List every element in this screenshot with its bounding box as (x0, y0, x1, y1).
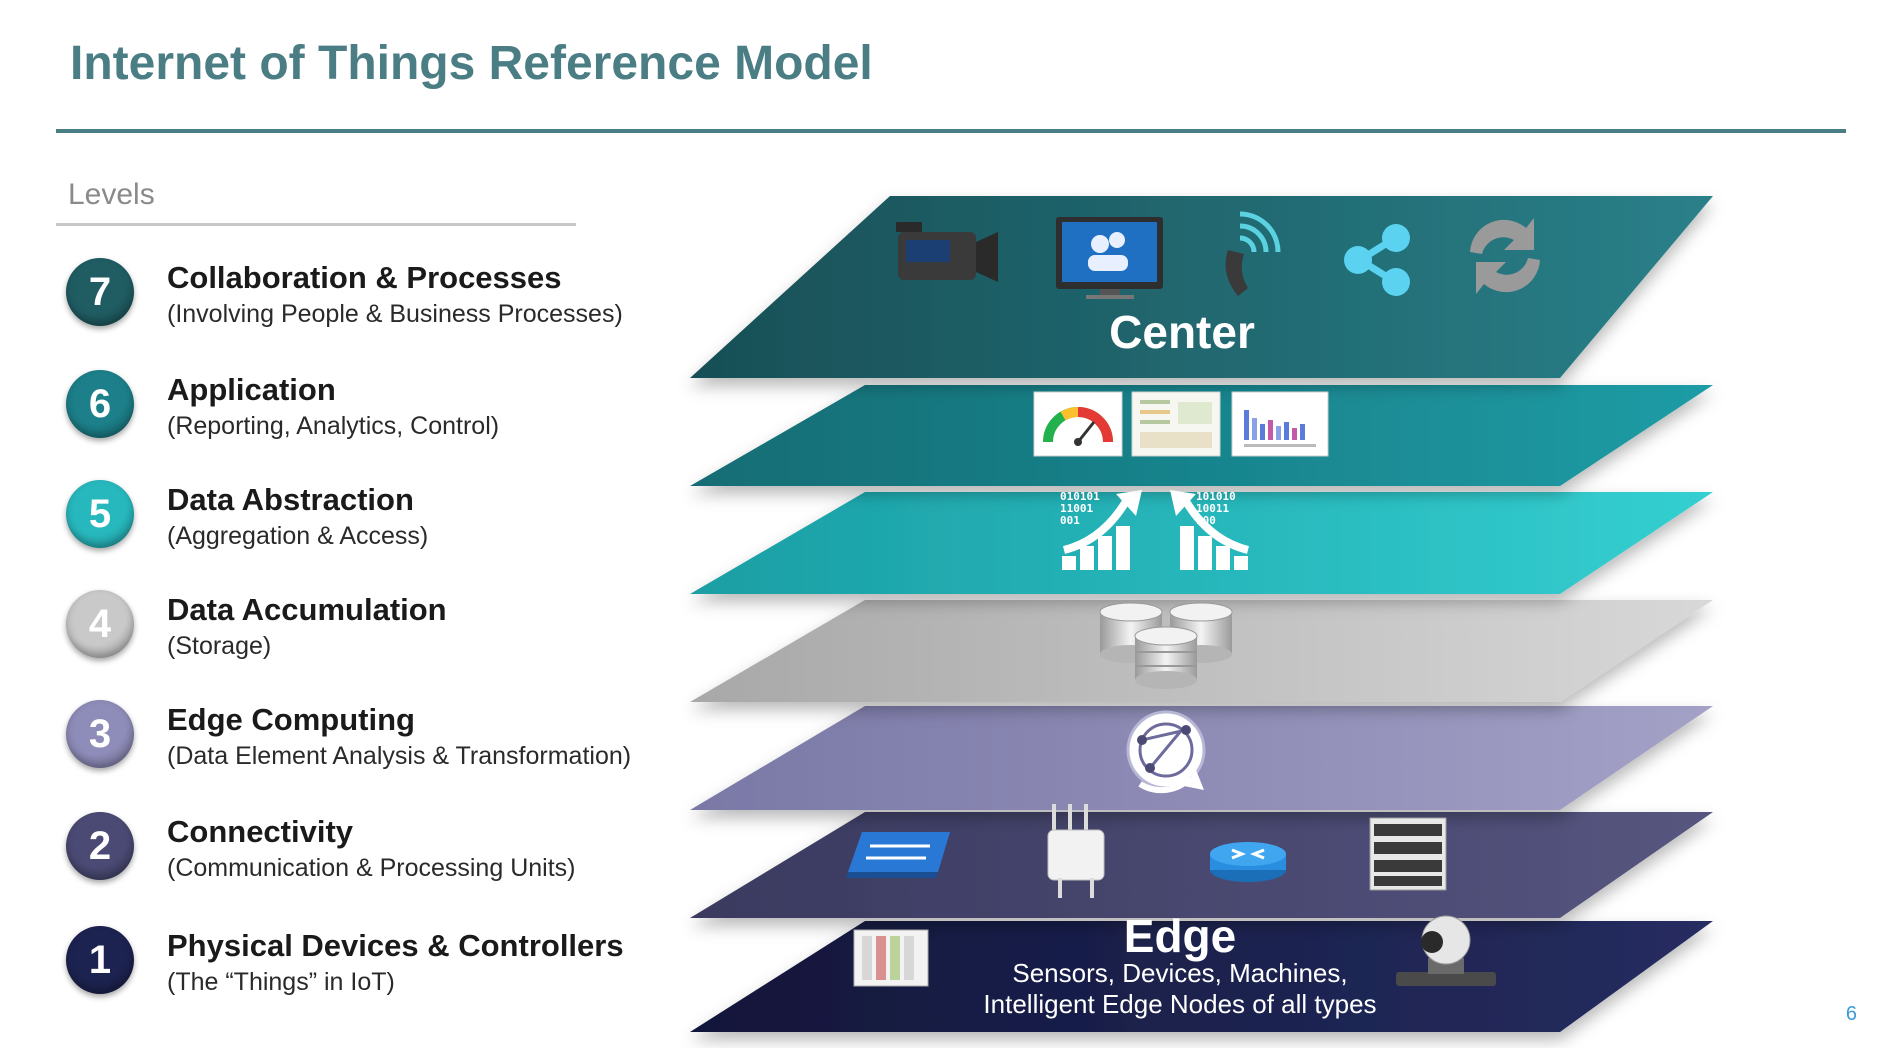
page-number: 6 (1845, 1003, 1857, 1025)
center-label: Center (1109, 306, 1255, 358)
bar-chart-dashboard-icon (1231, 391, 1329, 457)
layer-2-plate (690, 812, 1713, 918)
level-title: Application (167, 372, 336, 407)
level-title: Data Abstraction (167, 482, 414, 517)
level-badge: 2 (66, 812, 134, 880)
level-6: 6 Application (Reporting, Analytics, Con… (66, 370, 686, 460)
binary-left-line-2: 11001 (1060, 502, 1093, 515)
level-subtitle: (Aggregation & Access) (167, 522, 429, 550)
phone-call-icon (1225, 211, 1281, 296)
level-3: 3 Edge Computing (Data Element Analysis … (66, 700, 686, 790)
data-access-down-icon: 101010 10011 100 (1170, 490, 1250, 570)
level-badge: 3 (66, 700, 134, 768)
database-storage-icon (1099, 602, 1233, 689)
report-dashboard-icon (1131, 391, 1221, 457)
slide-title: Internet of Things Reference Model (70, 37, 873, 90)
ptz-camera-icon (1396, 915, 1496, 986)
level-title: Connectivity (167, 814, 354, 849)
level-subtitle: (Involving People & Business Processes) (167, 300, 623, 328)
network-switch-icon (846, 832, 950, 878)
level-badge: 5 (66, 480, 134, 548)
level-subtitle: (Reporting, Analytics, Control) (167, 412, 500, 440)
share-icon (1344, 224, 1410, 296)
sync-arrows-icon (1470, 218, 1540, 294)
level-7: 7 Collaboration & Processes (Involving P… (66, 258, 686, 348)
level-subtitle: (The “Things” in IoT) (167, 968, 395, 996)
server-rack-icon (1369, 817, 1447, 891)
gauge-dashboard-icon (1033, 391, 1123, 457)
binary-right-line-2: 10011 (1196, 502, 1229, 515)
controller-module-icon (853, 929, 929, 987)
level-badge: 6 (66, 370, 134, 438)
level-1: 1 Physical Devices & Controllers (The “T… (66, 926, 686, 1016)
binary-right-line-1: 101010 (1196, 490, 1236, 503)
level-title: Collaboration & Processes (167, 260, 562, 295)
level-badge: 1 (66, 926, 134, 994)
video-camera-icon (896, 222, 998, 282)
level-subtitle: (Storage) (167, 632, 272, 660)
network-globe-icon (1126, 710, 1206, 794)
level-badge: 4 (66, 590, 134, 658)
edge-description-line-2: Intelligent Edge Nodes of all types (983, 989, 1376, 1019)
level-title: Physical Devices & Controllers (167, 928, 624, 963)
level-subtitle: (Data Element Analysis & Transformation) (167, 742, 632, 770)
level-5: 5 Data Abstraction (Aggregation & Access… (66, 480, 686, 570)
levels-heading: Levels (68, 178, 155, 211)
level-4: 4 Data Accumulation (Storage) (66, 590, 686, 680)
binary-left-line-1: 010101 (1060, 490, 1100, 503)
data-aggregation-up-icon: 010101 11001 001 (1060, 490, 1142, 570)
level-badge: 7 (66, 258, 134, 326)
router-icon (1210, 842, 1286, 882)
levels-divider (56, 223, 576, 226)
monitor-users-icon (1056, 217, 1163, 299)
level-title: Data Accumulation (167, 592, 447, 627)
binary-left-line-3: 001 (1060, 514, 1080, 527)
level-2: 2 Connectivity (Communication & Processi… (66, 812, 686, 902)
edge-description-line-1: Sensors, Devices, Machines, (1012, 958, 1347, 988)
level-title: Edge Computing (167, 702, 415, 737)
title-divider (56, 129, 1846, 133)
edge-label: Edge (1124, 910, 1236, 962)
level-subtitle: (Communication & Processing Units) (167, 854, 576, 882)
wireless-access-point-icon (1047, 804, 1105, 898)
